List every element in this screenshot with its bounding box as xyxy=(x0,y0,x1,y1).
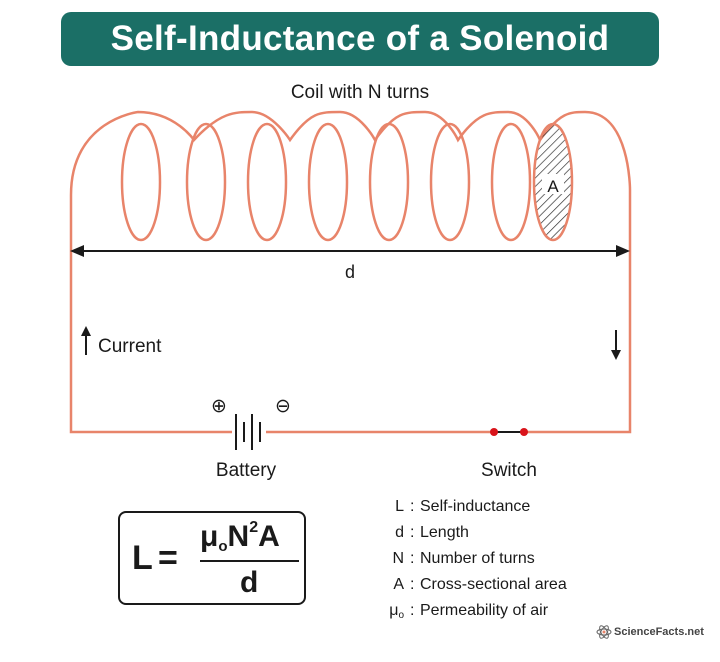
coil-loops xyxy=(120,122,532,242)
length-label: d xyxy=(345,262,355,282)
formula-equals: = xyxy=(158,539,178,577)
formula-box: L = μoN2A d xyxy=(118,511,306,605)
battery-symbol xyxy=(235,414,261,450)
brand-logo: ScienceFacts.net xyxy=(596,624,704,640)
area-label: A xyxy=(547,177,559,196)
circuit-wire xyxy=(69,190,632,434)
formula-numerator: μoN2A xyxy=(200,519,280,555)
formula-lhs: L xyxy=(132,539,153,577)
coil-loop xyxy=(429,122,471,242)
title-banner: Self-Inductance of a Solenoid xyxy=(61,12,659,66)
coil-loop xyxy=(368,122,410,242)
current-down-arrow-icon xyxy=(611,330,621,360)
current-label: Current xyxy=(98,336,162,357)
coil-loop xyxy=(185,122,227,242)
page-title: Self-Inductance of a Solenoid xyxy=(110,19,610,58)
formula-denominator: d xyxy=(240,566,259,599)
battery-plus-icon: ⊕ xyxy=(211,396,227,417)
length-arrow xyxy=(70,245,630,257)
fraction-bar xyxy=(200,560,299,562)
coil-loop xyxy=(307,122,349,242)
battery-label: Battery xyxy=(216,460,277,481)
switch-symbol xyxy=(490,428,528,436)
switch-label: Switch xyxy=(481,460,537,481)
brand-text: ScienceFacts.net xyxy=(614,626,704,638)
battery-minus-icon: ⊖ xyxy=(275,396,291,417)
coil-loop xyxy=(246,122,288,242)
coil-label: Coil with N turns xyxy=(291,82,429,103)
coil-loop xyxy=(490,122,532,242)
atom-icon xyxy=(596,625,612,639)
current-up-arrow-icon xyxy=(81,326,91,355)
coil-loop xyxy=(120,122,162,242)
